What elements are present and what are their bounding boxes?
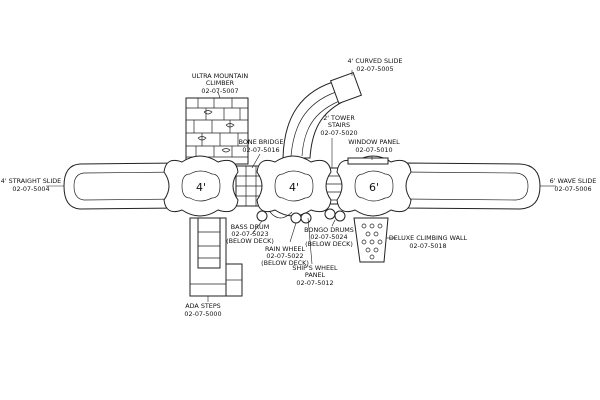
- bass-drum-name: BASS DRUM: [231, 223, 269, 231]
- tower-stairs-part: 02-07-5020: [320, 129, 357, 137]
- bass-drum-note: (BELOW DECK): [226, 237, 274, 245]
- deck-center-label: 4': [289, 181, 299, 194]
- ada-steps-part: 02-07-5000: [184, 310, 221, 318]
- ships-wheel-part: 02-07-5012: [296, 279, 333, 287]
- ships-wheel-name: SHIP'S WHEEL: [292, 264, 338, 272]
- label-deluxe-climbing-wall: DELUXE CLIMBING WALL 02-07-5018: [389, 234, 468, 250]
- deluxe-wall-part: 02-07-5018: [409, 242, 446, 250]
- bongo-drums-part: 02-07-5024: [310, 233, 347, 241]
- straight-slide-part: 02-07-5004: [12, 185, 49, 193]
- label-ada-steps: ADA STEPS 02-07-5000: [184, 302, 221, 318]
- rain-wheel-note: (BELOW DECK): [261, 259, 309, 267]
- label-tower-stairs: 2' TOWER STAIRS 02-07-5020: [320, 114, 357, 137]
- rain-wheel-name: RAIN WHEEL: [265, 245, 305, 253]
- leader-lines: [46, 70, 556, 302]
- deluxe-climbing-wall-shape: [353, 217, 389, 263]
- window-panel-shape: [347, 157, 389, 165]
- rain-wheel-part: 02-07-5022: [266, 252, 303, 260]
- wave-slide-name: 6' WAVE SLIDE: [550, 177, 597, 185]
- bass-drum-part: 02-07-5023: [231, 230, 268, 238]
- ultra-mountain-name2: CLIMBER: [206, 79, 235, 87]
- straight-slide-shape: [63, 162, 183, 210]
- label-ultra-mountain-climber: ULTRA MOUNTAIN CLIMBER 02-07-5007: [192, 72, 249, 95]
- bongo-drums-name: BONGO DRUMS: [304, 226, 354, 234]
- label-bass-drum: BASS DRUM 02-07-5023 (BELOW DECK): [226, 223, 274, 245]
- deck-right-label: 6': [369, 181, 379, 194]
- ultra-mountain-part: 02-07-5007: [201, 87, 238, 95]
- label-curved-slide: 4' CURVED SLIDE 02-07-5005: [348, 57, 403, 73]
- deck-right-6ft: 6': [336, 155, 412, 217]
- window-panel-name: WINDOW PANEL: [348, 138, 400, 146]
- label-wave-slide: 6' WAVE SLIDE 02-07-5006: [550, 177, 597, 193]
- tower-stairs-name2: STAIRS: [328, 121, 350, 129]
- deck-left-label: 4': [196, 181, 206, 194]
- ada-steps-name: ADA STEPS: [185, 302, 221, 310]
- straight-slide-name: 4' STRAIGHT SLIDE: [1, 177, 61, 185]
- ships-wheel-name2: PANEL: [305, 271, 326, 279]
- ultra-mountain-name: ULTRA MOUNTAIN: [192, 72, 249, 80]
- wave-slide-shape: [403, 162, 541, 210]
- ada-steps-shape: [189, 217, 243, 297]
- label-bone-bridge: BONE BRIDGE 02-07-5016: [239, 138, 284, 154]
- label-rain-wheel: RAIN WHEEL 02-07-5022 (BELOW DECK): [261, 245, 309, 267]
- curved-slide-name: 4' CURVED SLIDE: [348, 57, 403, 65]
- window-panel-part: 02-07-5010: [355, 146, 392, 154]
- deck-center-4ft: 4': [256, 155, 332, 217]
- tower-stairs-name: 2' TOWER: [323, 114, 355, 122]
- label-bongo-drums: BONGO DRUMS 02-07-5024 (BELOW DECK): [304, 226, 354, 248]
- label-window-panel: WINDOW PANEL 02-07-5010: [348, 138, 400, 154]
- curved-slide-part: 02-07-5005: [356, 65, 393, 73]
- label-straight-slide: 4' STRAIGHT SLIDE 02-07-5004: [1, 177, 61, 193]
- bone-bridge-name: BONE BRIDGE: [239, 138, 284, 146]
- deluxe-wall-name: DELUXE CLIMBING WALL: [389, 234, 468, 242]
- deck-left-4ft: 4': [163, 155, 239, 217]
- label-ships-wheel: SHIP'S WHEEL PANEL 02-07-5012: [292, 264, 338, 287]
- curved-slide-shape: [282, 71, 363, 159]
- wave-slide-part: 02-07-5006: [554, 185, 591, 193]
- ultra-mountain-climber-shape: [185, 97, 249, 165]
- bongo-drums-note: (BELOW DECK): [305, 240, 353, 248]
- bone-bridge-part: 02-07-5016: [242, 146, 279, 154]
